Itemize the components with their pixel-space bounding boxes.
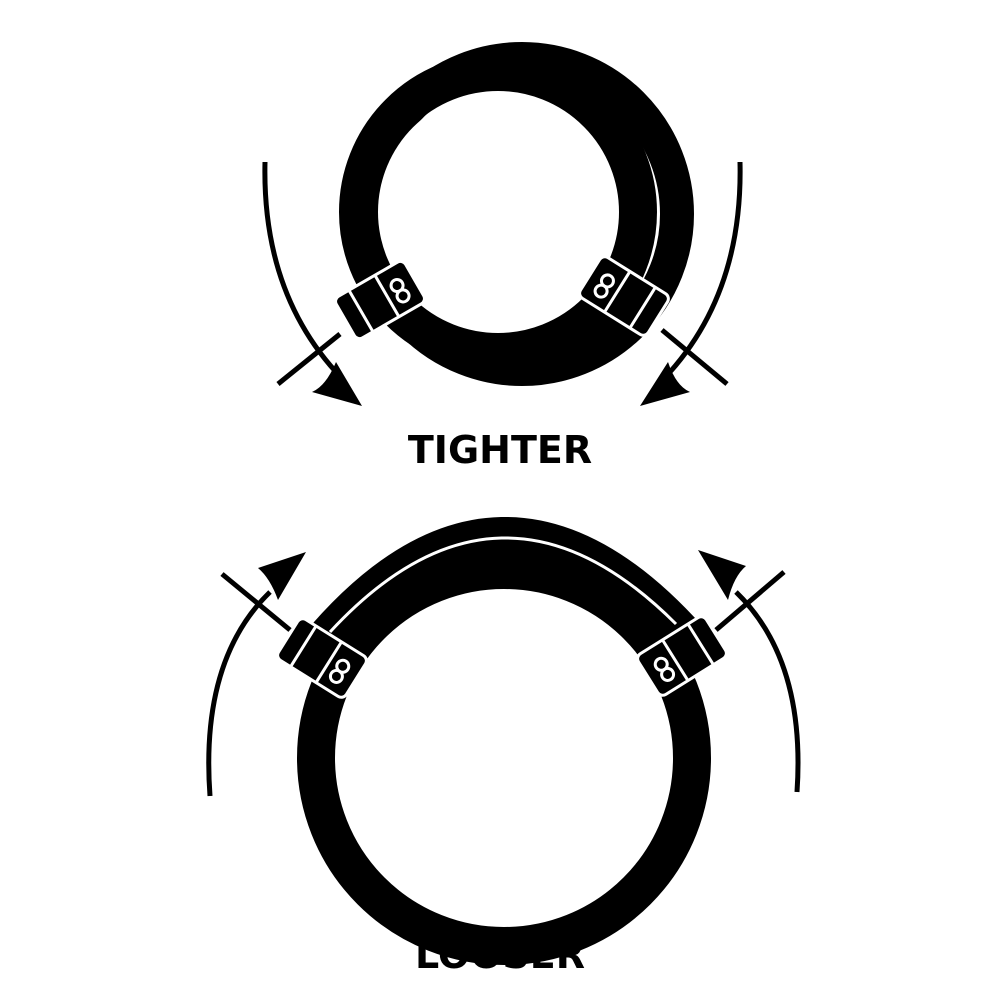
curved-arrow-left-icon: [262, 161, 362, 406]
hex-collar-right-icon: [636, 615, 728, 697]
ring-icon: [339, 53, 657, 371]
tighter-illustration: [262, 42, 743, 406]
looser-label: LOOSER: [414, 933, 586, 977]
hex-collar-left-icon: [334, 259, 426, 341]
looser-illustration: [206, 517, 801, 965]
ring-arc-highlight: [328, 536, 678, 634]
ring-icon: [297, 551, 711, 965]
hex-collar-right-icon: [578, 255, 670, 337]
curved-arrow-left-icon: [206, 552, 306, 797]
tighter-label: TIGHTER: [407, 428, 593, 472]
curved-arrow-right-icon: [640, 161, 743, 406]
hex-collar-left-icon: [276, 617, 368, 699]
curved-arrow-right-icon: [698, 550, 801, 793]
